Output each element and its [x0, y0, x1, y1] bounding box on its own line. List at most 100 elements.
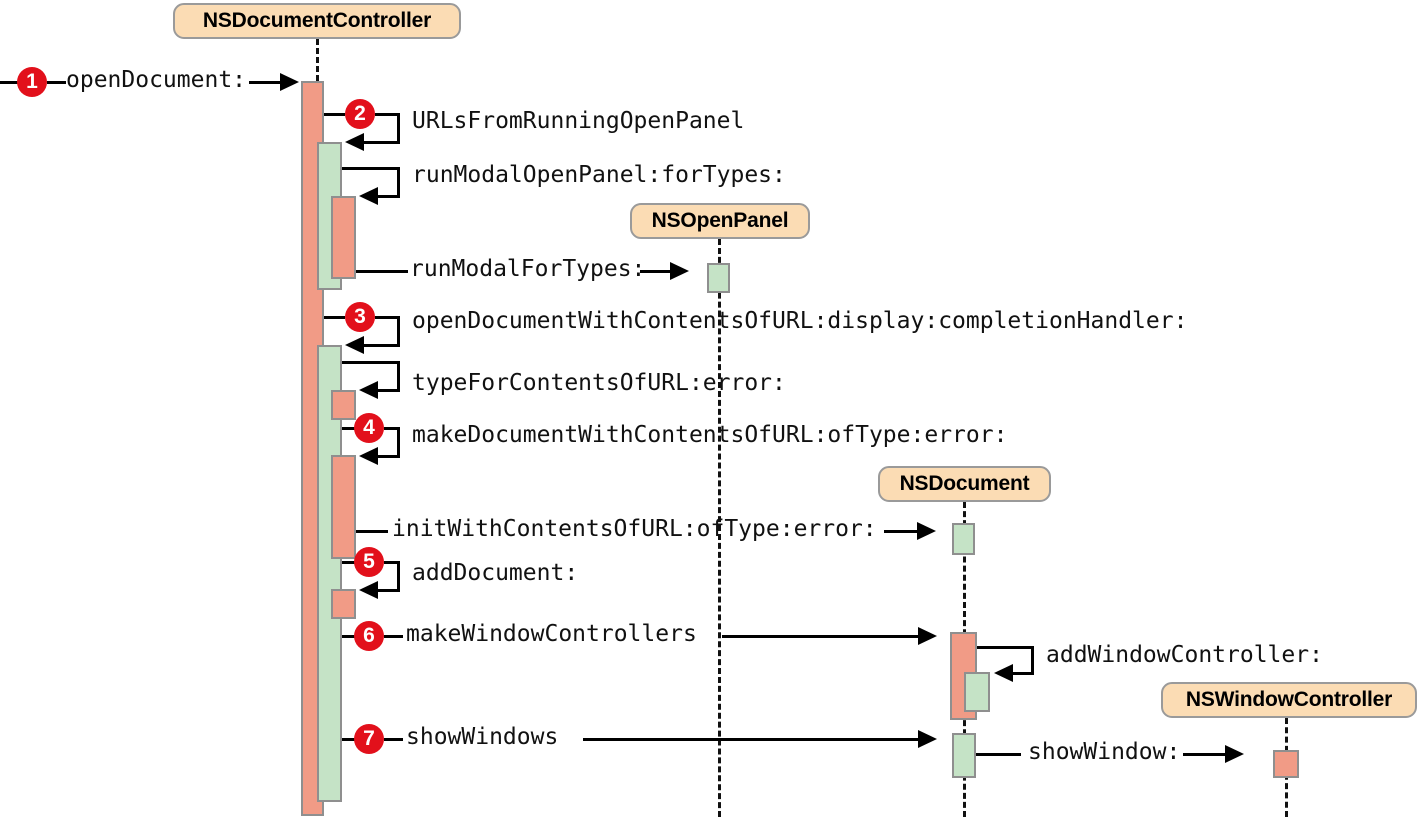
activation-document-initwithcontentsofurl — [952, 523, 975, 555]
message-runmodalopenpanel-line-top — [342, 167, 398, 170]
message-2-label: URLsFromRunningOpenPanel — [412, 108, 745, 134]
message-5-line-bottom — [376, 589, 400, 592]
message-4-line-top — [384, 427, 400, 430]
activation-document-addwindowcontroller — [964, 672, 990, 712]
message-5-line-top — [384, 561, 400, 564]
step-badge-7[interactable]: 7 — [354, 724, 384, 754]
step-badge-2[interactable]: 2 — [345, 99, 375, 129]
message-3-line-stub — [324, 316, 345, 319]
message-3-line-top — [375, 316, 399, 319]
message-runmodalopenpanel-line-bottom — [376, 195, 400, 198]
message-runmodalopenpanel-line-vertical — [397, 167, 400, 197]
lifeline-header-nsopenpanel[interactable]: NSOpenPanel — [630, 203, 810, 239]
activation-windowcontroller-showwindow — [1273, 750, 1299, 778]
lifeline-line-nsdocumentcontroller — [316, 39, 319, 81]
message-7-line-stub — [342, 738, 355, 741]
lifeline-header-label: NSDocument — [899, 472, 1030, 495]
message-runmodalopenpanel-arrowhead — [359, 187, 378, 205]
message-1-arrowhead — [280, 73, 299, 91]
activation-controller-opendocumentwithcontentsofurl — [317, 345, 342, 802]
message-7-line-right — [384, 738, 403, 741]
message-3-label: openDocumentWithContentsOfURL:display:co… — [412, 308, 1188, 334]
message-2-line-vertical — [397, 113, 400, 143]
lifeline-header-label: NSDocumentController — [202, 9, 432, 32]
message-2-arrowhead — [345, 133, 364, 151]
step-badge-label: 1 — [26, 70, 38, 93]
message-2-line-stub — [324, 113, 345, 116]
message-2-line-bottom — [362, 141, 400, 144]
message-4-label: makeDocumentWithContentsOfURL:ofType:err… — [412, 422, 1008, 448]
message-1-line-left — [0, 81, 20, 84]
step-badge-label: 4 — [363, 416, 375, 439]
message-typeforcontentsofurl-arrowhead — [359, 381, 378, 399]
message-runmodalfortypes-arrowhead — [670, 262, 689, 280]
step-badge-4[interactable]: 4 — [354, 413, 384, 443]
message-7-arrowhead — [918, 730, 937, 748]
message-addwindowcontroller-arrowhead — [994, 664, 1013, 682]
message-6-arrowhead — [918, 627, 937, 645]
message-runmodalfortypes-line-left — [356, 270, 408, 273]
activation-document-showwindows — [952, 733, 976, 778]
activation-controller-typeforcontentsofurl — [331, 390, 356, 420]
message-3-arrowhead — [345, 336, 364, 354]
message-5-line-vertical — [397, 561, 400, 591]
message-showwindow-label: showWindow: — [1028, 739, 1181, 765]
lifeline-line-nsopenpanel — [718, 239, 721, 817]
message-showwindow-line-left — [976, 753, 1021, 756]
lifeline-header-nsdocument[interactable]: NSDocument — [878, 466, 1051, 502]
activation-openpanel-runmodalfortypes — [707, 263, 730, 293]
message-1-line-arrow — [249, 81, 282, 84]
message-1-label: openDocument: — [66, 67, 247, 93]
message-4-line-bottom — [376, 455, 400, 458]
message-showwindow-arrowhead — [1225, 745, 1244, 763]
step-badge-6[interactable]: 6 — [354, 621, 384, 651]
lifeline-header-label: NSWindowController — [1185, 688, 1393, 711]
message-typeforcontentsofurl-line-vertical — [397, 361, 400, 391]
message-7-line-arrow — [583, 738, 921, 741]
message-initwithcontentsofurl-label: initWithContentsOfURL:ofType:error: — [392, 516, 877, 542]
step-badge-label: 6 — [363, 624, 375, 647]
step-badge-3[interactable]: 3 — [345, 302, 375, 332]
message-addwindowcontroller-line-vertical — [1031, 646, 1034, 674]
message-6-label: makeWindowControllers — [406, 621, 697, 647]
message-5-arrowhead — [359, 581, 378, 599]
message-5-label: addDocument: — [412, 560, 579, 586]
message-runmodalopenpanel-label: runModalOpenPanel:forTypes: — [412, 162, 786, 188]
message-addwindowcontroller-label: addWindowController: — [1046, 642, 1323, 668]
activation-controller-makedocumentwithcontentsofurl — [331, 455, 356, 559]
message-4-line-vertical — [397, 427, 400, 457]
step-badge-label: 5 — [363, 550, 375, 573]
activation-controller-adddocument — [331, 589, 356, 619]
message-4-line-stub — [342, 427, 355, 430]
message-6-line-stub — [342, 635, 355, 638]
message-7-label: showWindows — [406, 724, 559, 750]
step-badge-1[interactable]: 1 — [17, 67, 47, 97]
message-3-line-vertical — [397, 316, 400, 346]
message-4-arrowhead — [359, 447, 378, 465]
step-badge-5[interactable]: 5 — [354, 547, 384, 577]
lifeline-header-nsdocumentcontroller[interactable]: NSDocumentController — [173, 3, 461, 39]
lifeline-header-nswindowcontroller[interactable]: NSWindowController — [1161, 682, 1417, 718]
message-typeforcontentsofurl-line-top — [342, 361, 398, 364]
message-1-line-right — [47, 81, 66, 84]
message-addwindowcontroller-line-top — [977, 646, 1033, 649]
message-runmodalfortypes-label: runModalForTypes: — [410, 256, 646, 282]
message-typeforcontentsofurl-line-bottom — [376, 389, 400, 392]
message-initwithcontentsofurl-line-left — [356, 530, 388, 533]
message-initwithcontentsofurl-line-right — [884, 530, 920, 533]
message-5-line-stub — [342, 561, 355, 564]
message-showwindow-line-right — [1183, 753, 1228, 756]
message-3-line-bottom — [362, 344, 400, 347]
message-runmodalfortypes-line-right — [640, 270, 673, 273]
lifeline-header-label: NSOpenPanel — [651, 209, 789, 232]
message-typeforcontentsofurl-label: typeForContentsOfURL:error: — [412, 370, 786, 396]
step-badge-label: 3 — [354, 305, 366, 328]
activation-controller-runmodalopenpanel — [331, 196, 356, 279]
step-badge-label: 7 — [363, 727, 375, 750]
message-addwindowcontroller-line-bottom — [1011, 672, 1034, 675]
message-initwithcontentsofurl-arrowhead — [917, 522, 936, 540]
message-6-line-right — [384, 635, 403, 638]
step-badge-label: 2 — [354, 102, 366, 125]
message-2-line-top — [375, 113, 399, 116]
